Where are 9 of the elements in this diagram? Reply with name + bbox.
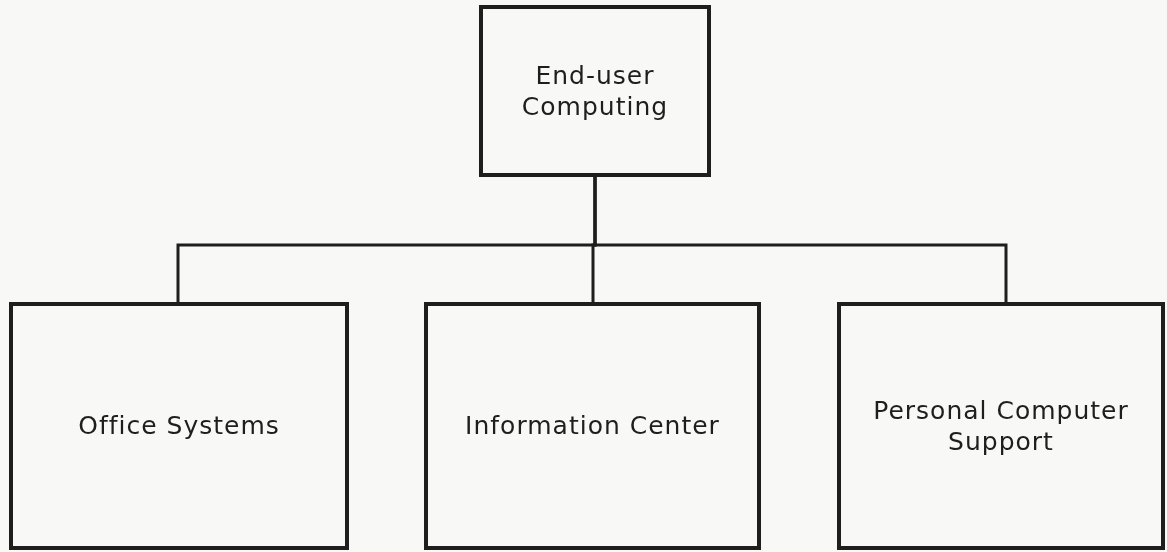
box-label: Personal Computer Support — [872, 394, 1130, 458]
org-box — [424, 302, 761, 550]
box-label: Office Systems — [78, 410, 280, 442]
box-label: Information Center — [465, 410, 720, 442]
org-box — [9, 302, 349, 550]
box-label: End-user Computing — [520, 59, 670, 123]
connector-line — [593, 177, 1008, 302]
org-box — [479, 5, 711, 177]
org-box — [837, 302, 1165, 550]
